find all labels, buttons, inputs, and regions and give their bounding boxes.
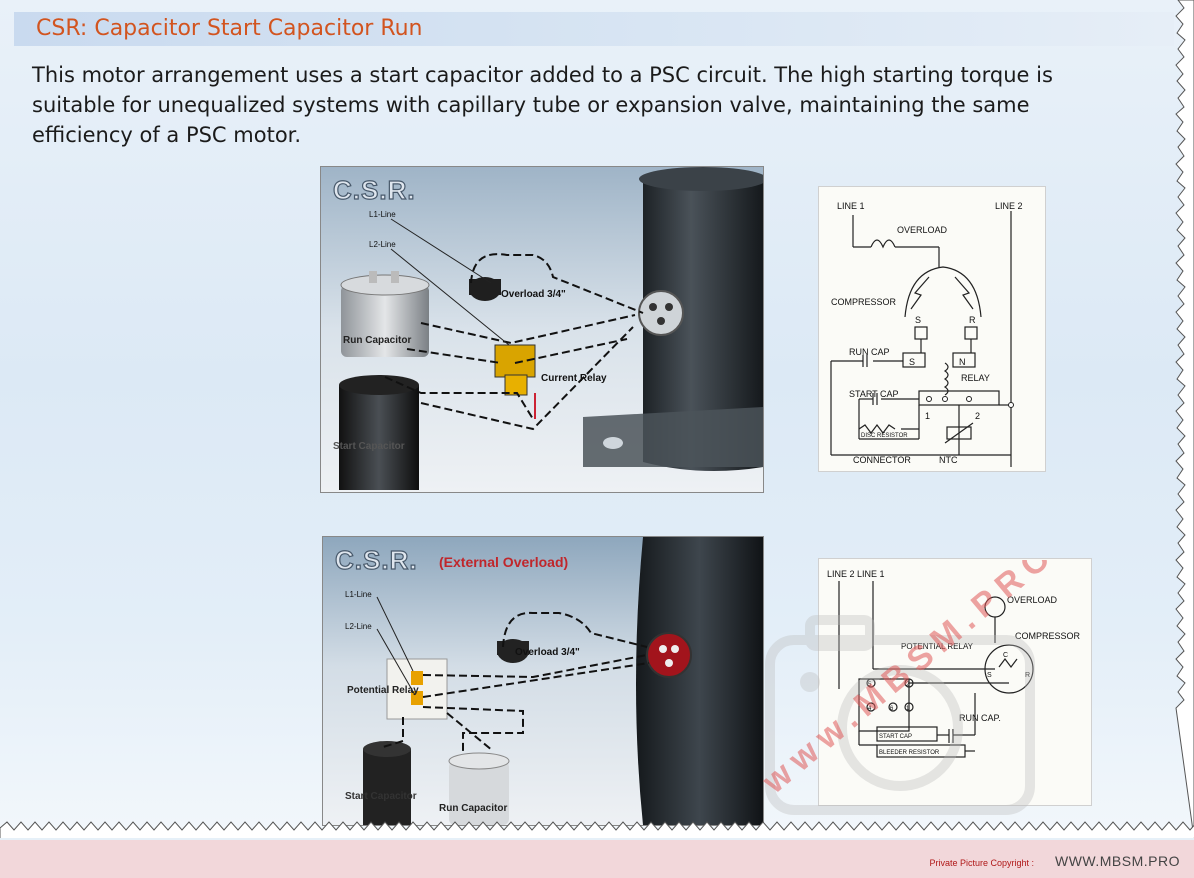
run-capacitor-label: Run Capacitor [343, 335, 411, 346]
l2-line-label-2: L2-Line [345, 622, 372, 631]
csr-wiring-illustration: C.S.R. L1-Line L2-Line Overload 3/4" Run… [321, 167, 763, 492]
terminal-2-label: 2 [975, 411, 980, 421]
intro-paragraph: This motor arrangement uses a start capa… [32, 63, 1053, 147]
csr-circuit-diagram: LINE 1 LINE 2 OVERLOAD COMPRESSOR S R S … [830, 201, 1023, 467]
section-title: CSR: Capacitor Start Capacitor Run [36, 16, 423, 41]
terminal-1-label: 1 [925, 411, 930, 421]
potential-relay-label: Potential Relay [347, 685, 419, 696]
current-relay-label: Current Relay [541, 373, 607, 384]
copyright-footer: Private Picture Copyright : WWW.MBSM.PRO [0, 840, 1194, 878]
disc-resistor-label: DISC RESISTOR [861, 433, 908, 439]
terminal-1-label-s2: 1 [906, 706, 910, 712]
document-page: CSR: Capacitor Start Capacitor Run This … [0, 0, 1194, 838]
l1-line-label-2: L1-Line [345, 590, 372, 599]
terminal-6-label: 6 [890, 706, 894, 712]
csr-external-overload-circuit: LINE 2 LINE 1 OVERLOAD COMPRESSOR POTENT… [827, 569, 1081, 758]
copyright-label: Private Picture Copyright : [929, 858, 1034, 868]
r-terminal-label-s2: R [1025, 672, 1030, 679]
line2-label: LINE 2 [995, 201, 1023, 211]
csr-schematic: LINE 1 LINE 2 OVERLOAD COMPRESSOR S R S … [818, 186, 1046, 472]
connector-label: CONNECTOR [853, 455, 911, 465]
run-capacitor-label-2: Run Capacitor [439, 803, 507, 814]
torn-edge-bottom [0, 821, 1194, 838]
csr-wiring-photo: C.S.R. L1-Line L2-Line Overload 3/4" Run… [320, 166, 764, 493]
l1-line-label: L1-Line [369, 210, 396, 219]
figure2-title: C.S.R. [335, 545, 418, 575]
bleeder-resistor-label: BLEEDER RESISTOR [879, 750, 940, 756]
run-cap-label-s2: RUN CAP. [959, 713, 1001, 723]
terminal-5-label: 5 [868, 682, 872, 688]
s-terminal-label: S [915, 315, 921, 325]
figure2-subtitle: (External Overload) [439, 554, 568, 570]
potential-relay-label-s2: POTENTIAL RELAY [901, 642, 974, 651]
overload-label: OVERLOAD [897, 225, 948, 235]
relay-s-label: S [909, 357, 915, 367]
csr-external-overload-schematic: LINE 2 LINE 1 OVERLOAD COMPRESSOR POTENT… [818, 558, 1092, 806]
s-terminal-label-s2: S [987, 672, 992, 679]
r-terminal-label: R [969, 315, 976, 325]
relay-label: RELAY [961, 373, 990, 383]
compressor-label: COMPRESSOR [831, 297, 897, 307]
figure1-title: C.S.R. [333, 175, 416, 205]
relay-n-label: N [959, 357, 966, 367]
l2-line-label: L2-Line [369, 240, 396, 249]
start-cap-label-s2: START CAP [879, 734, 912, 740]
overload-label-s2: OVERLOAD [1007, 595, 1058, 605]
start-capacitor-label: Start Capacitor [333, 441, 405, 452]
start-cap-label: START CAP [849, 389, 899, 399]
torn-edge-right [1175, 0, 1194, 838]
section-header: CSR: Capacitor Start Capacitor Run [14, 12, 1174, 46]
c-terminal-label: C [1003, 652, 1008, 659]
csr-external-overload-photo: C.S.R. (External Overload) L1-Line L2-Li… [322, 536, 764, 826]
terminal-2-label-s2: 2 [906, 682, 910, 688]
csr-external-overload-illustration: C.S.R. (External Overload) L1-Line L2-Li… [323, 537, 763, 825]
ntc-label: NTC [939, 455, 958, 465]
compressor-label-s2: COMPRESSOR [1015, 631, 1081, 641]
start-capacitor-label-2: Start Capacitor [345, 791, 417, 802]
copyright-url: WWW.MBSM.PRO [1055, 853, 1180, 869]
line1-label: LINE 1 [837, 201, 865, 211]
terminal-4-label: 4 [868, 706, 872, 712]
overload-label-2: Overload 3/4" [515, 647, 580, 658]
line-label: LINE 2 LINE 1 [827, 569, 885, 579]
run-cap-label: RUN CAP [849, 347, 890, 357]
overload-label: Overload 3/4" [501, 289, 566, 300]
